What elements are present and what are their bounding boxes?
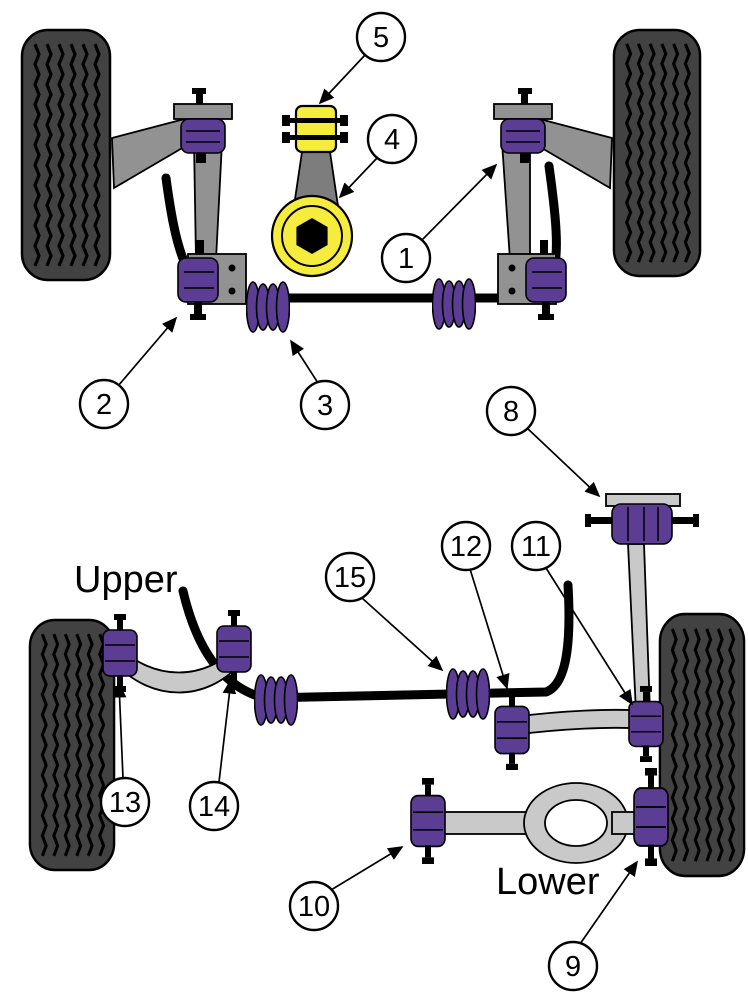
leader-5: [318, 53, 367, 105]
front-left-tire: [22, 30, 110, 280]
leader-3: [290, 339, 319, 384]
lower-label: Lower: [496, 861, 600, 903]
leader-15: [361, 597, 444, 672]
mid-arm-bushing-left: [494, 690, 530, 770]
leader-12: [469, 568, 510, 690]
callout-10: 10: [288, 880, 340, 932]
rear-arb-bushing-left: [254, 674, 298, 726]
front-left-upper-bushing: [173, 88, 233, 163]
callout-9: 9: [547, 940, 599, 992]
svg-text:15: 15: [334, 562, 366, 594]
lower-arm-bushing-left: [410, 778, 446, 864]
svg-text:2: 2: [96, 389, 112, 421]
callout-12: 12: [440, 520, 492, 572]
callout-13: 13: [99, 776, 151, 828]
leader-10: [330, 846, 404, 891]
callout-14: 14: [188, 780, 240, 832]
svg-text:11: 11: [521, 531, 551, 563]
callout-5: 5: [355, 11, 407, 63]
svg-text:5: 5: [373, 22, 389, 54]
callout-15: 15: [324, 551, 376, 603]
callout-8: 8: [485, 385, 537, 437]
rear-suspension: Upper Lower: [30, 493, 744, 903]
rear-arb-link-bushing: [585, 493, 699, 545]
svg-text:8: 8: [503, 396, 519, 428]
rear-arb-bushing-right: [446, 668, 490, 720]
svg-text:10: 10: [298, 891, 330, 923]
svg-text:1: 1: [398, 243, 414, 275]
engine-mount-assembly: [270, 104, 354, 278]
mid-arm-bushing-right: [628, 686, 664, 762]
rear-right-tire: [660, 614, 744, 876]
leader-1: [421, 163, 498, 241]
callout-1: 1: [380, 232, 432, 284]
svg-text:9: 9: [565, 951, 581, 983]
front-right-lower-bushing: [497, 240, 567, 320]
svg-text:12: 12: [450, 531, 482, 563]
leader-8: [526, 427, 601, 498]
front-suspension: [22, 30, 700, 333]
front-left-lower-bushing: [177, 240, 247, 320]
engine-mount-bracket: [294, 104, 338, 154]
rear-left-tire: [30, 620, 114, 870]
leader-11: [545, 567, 633, 706]
hex-nut-icon: [296, 218, 328, 254]
upper-label: Upper: [74, 559, 178, 601]
callout-11: 11: [510, 520, 562, 572]
leader-2: [117, 316, 178, 387]
callout-3: 3: [299, 379, 351, 431]
callout-2: 2: [78, 378, 130, 430]
front-arb-bushing-left: [246, 281, 290, 333]
rear-mid-arm: [511, 708, 647, 737]
svg-text:13: 13: [109, 787, 141, 819]
leader-lines: [112, 53, 638, 945]
leader-14: [218, 678, 237, 783]
front-arb-bushing-right: [432, 278, 476, 330]
callout-4: 4: [366, 113, 418, 165]
rear-lower-arm: [437, 782, 649, 864]
svg-text:3: 3: [317, 390, 333, 422]
svg-text:14: 14: [198, 791, 230, 823]
leader-4: [338, 156, 379, 199]
front-right-tire: [614, 30, 700, 276]
svg-text:4: 4: [384, 124, 400, 156]
leader-9: [579, 860, 638, 945]
front-right-upper-bushing: [493, 88, 553, 163]
leader-13: [112, 682, 127, 779]
